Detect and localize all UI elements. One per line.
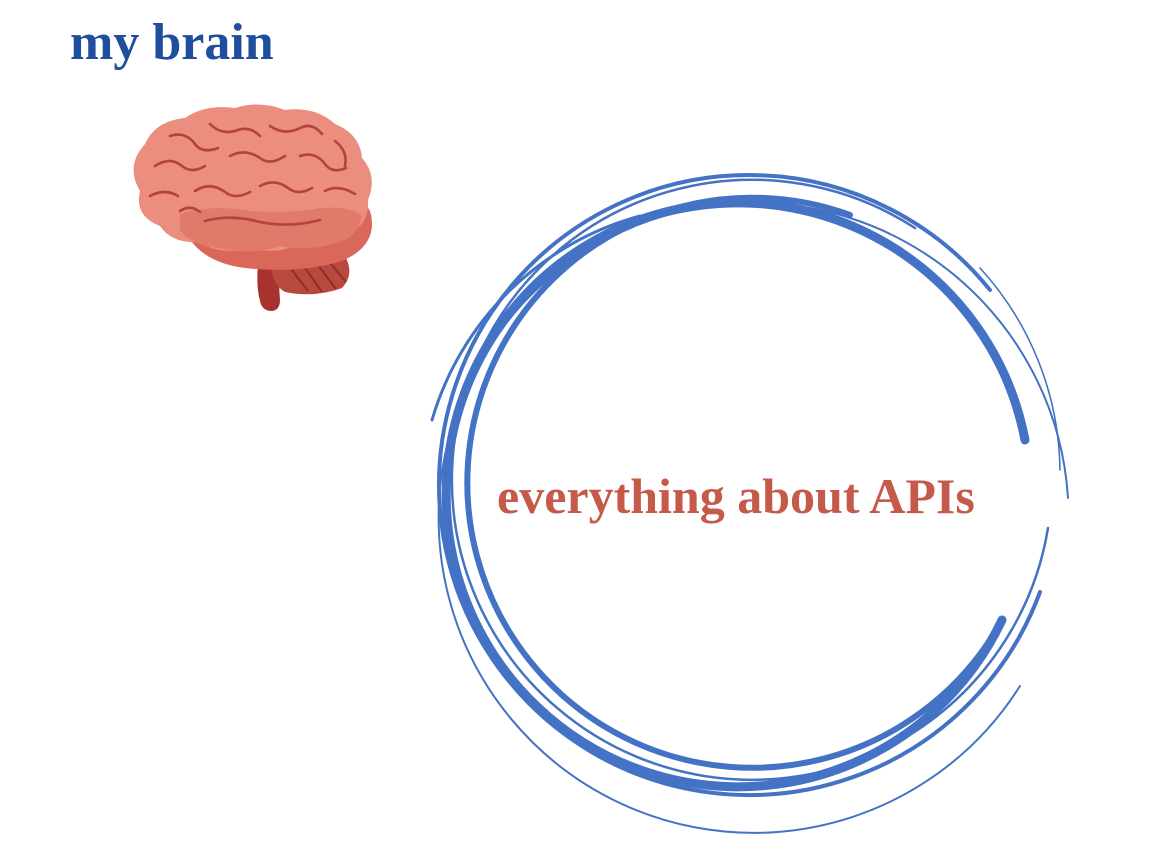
brain-icon (133, 104, 372, 311)
title-text: my brain (70, 14, 274, 71)
center-label: everything about APIs (497, 468, 975, 524)
